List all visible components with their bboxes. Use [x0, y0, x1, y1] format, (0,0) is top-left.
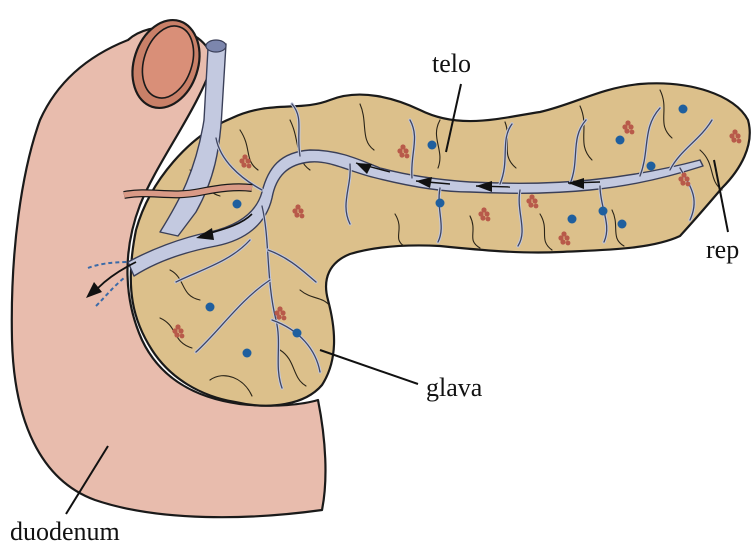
- islet-dot-icon: [599, 207, 608, 216]
- label-glava: glava: [426, 373, 483, 402]
- islet-dot-icon: [568, 215, 577, 224]
- islet-dot-icon: [428, 141, 437, 150]
- pancreas: [124, 40, 750, 406]
- islet-dot-icon: [616, 136, 625, 145]
- label-duodenum: duodenum: [10, 517, 120, 546]
- islet-dot-icon: [436, 199, 445, 208]
- label-telo: telo: [432, 49, 471, 78]
- islet-dot-icon: [293, 329, 302, 338]
- islet-dot-icon: [233, 200, 242, 209]
- islet-dot-icon: [647, 162, 656, 171]
- islet-dot-icon: [618, 220, 627, 229]
- islet-dot-icon: [243, 349, 252, 358]
- label-rep: rep: [706, 235, 739, 264]
- islet-dot-icon: [206, 303, 215, 312]
- islet-dot-icon: [679, 105, 688, 114]
